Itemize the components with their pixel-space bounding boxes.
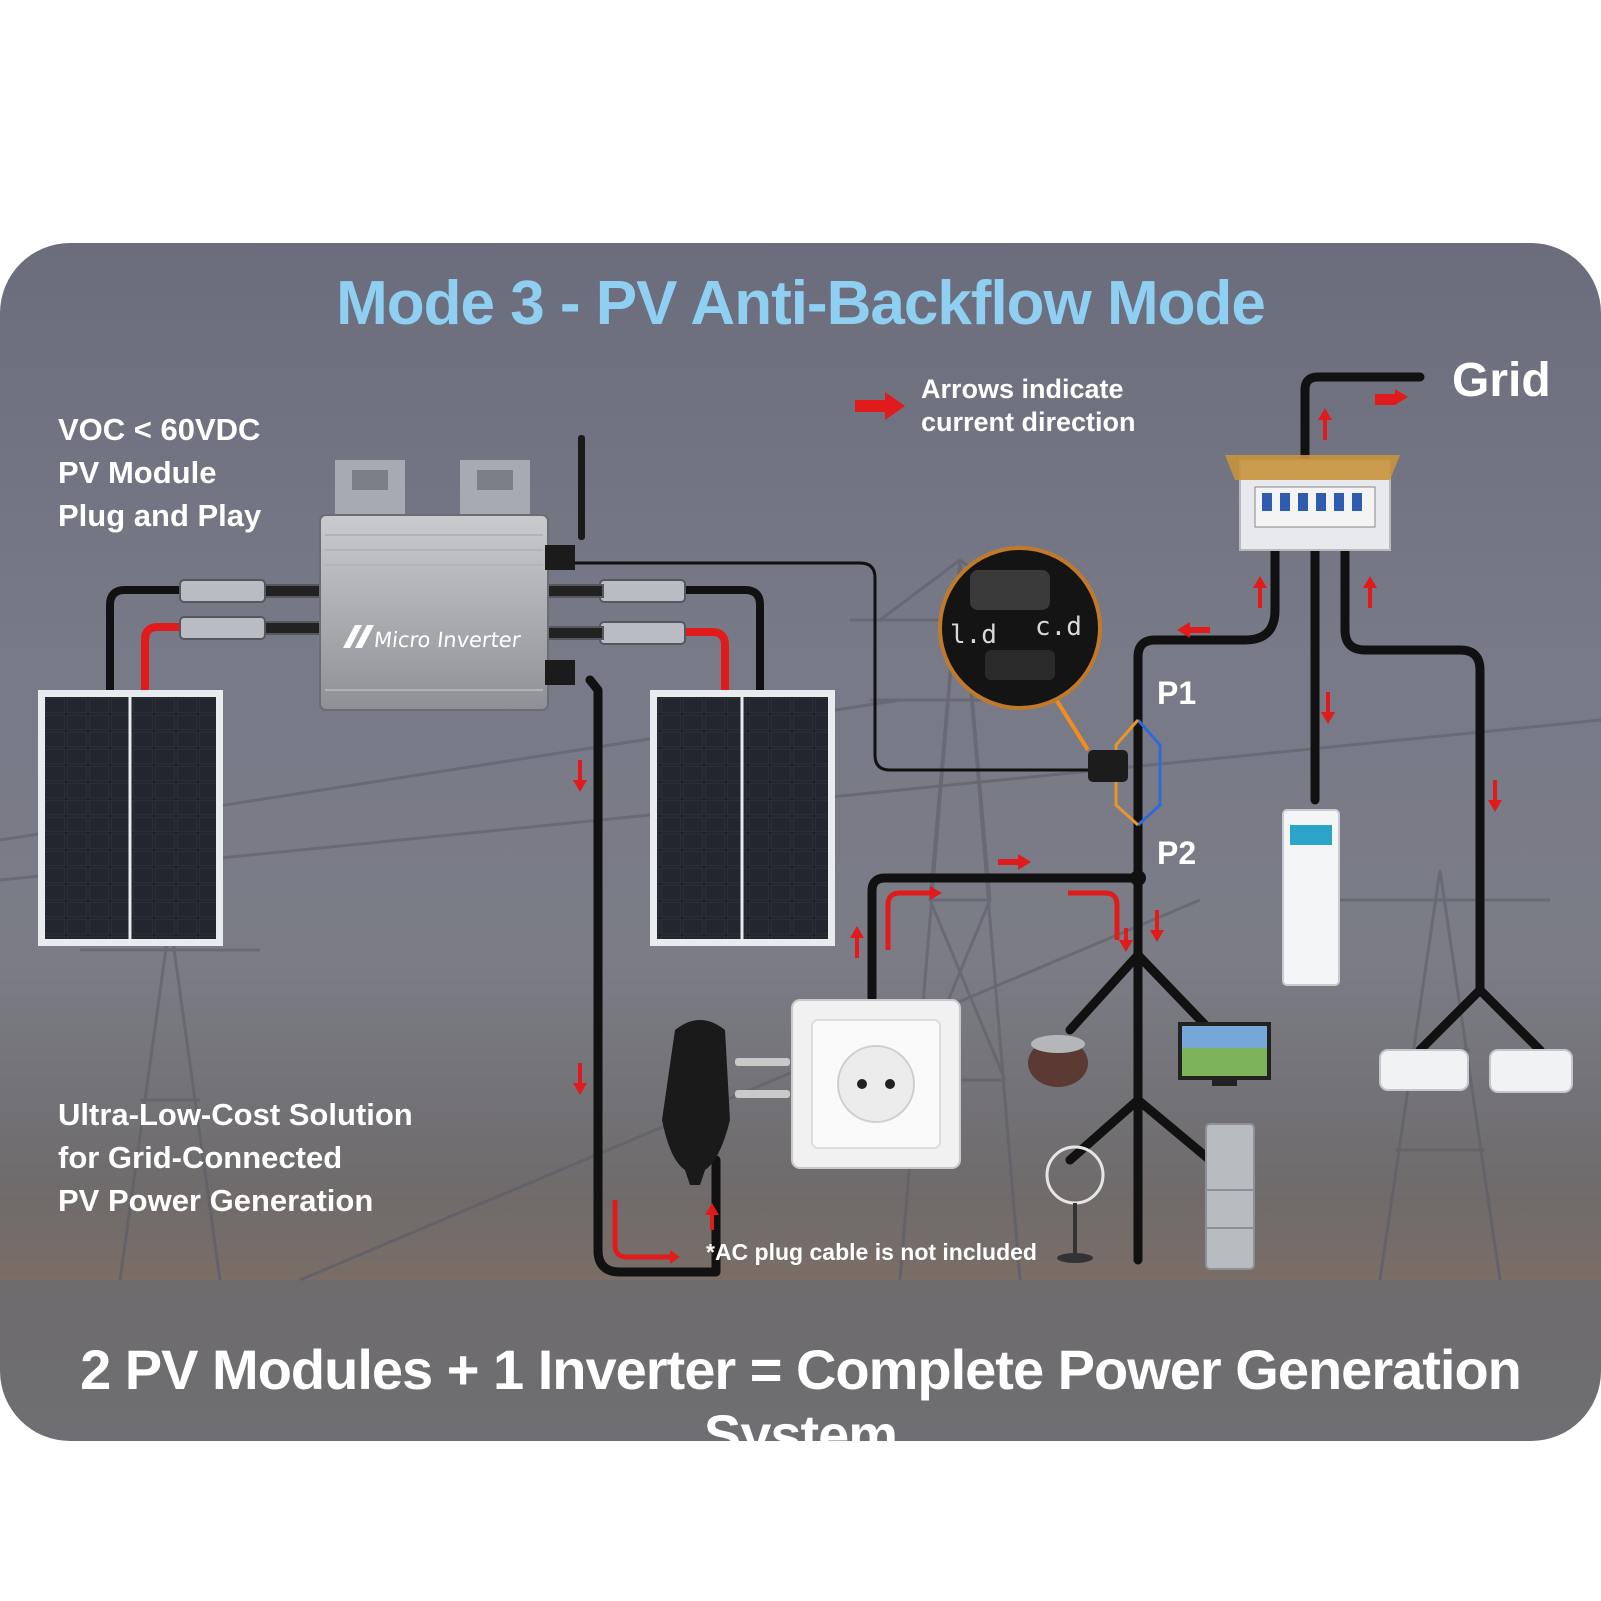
plug-cable-note: *AC plug cable is not included [706,1239,1037,1265]
page-title: Mode 3 - PV Anti-Backflow Mode [336,269,1266,338]
signal-cable [545,561,1090,772]
split-air-conditioner-icon [1379,1049,1573,1093]
point-p2-label: P2 [1157,835,1197,871]
schuko-plug [662,1020,790,1185]
fan-icon [1045,1145,1105,1263]
current-path-highlights [612,890,1120,1260]
floor-air-conditioner-icon [1282,809,1340,986]
dc-cables [106,586,764,694]
distribution-box [1225,455,1400,551]
solar-panel-right [650,690,835,946]
wall-socket [791,999,961,1169]
antenna-icon [578,435,585,540]
current-sensor [1048,688,1162,827]
sensor-closeup-left-text: l.d [950,620,997,650]
micro-inverter [319,435,585,711]
inverter-label: Micro Inverter [372,628,522,652]
point-p1-label: P1 [1157,675,1197,711]
solution-note: Ultra-Low-Cost Solution for Grid-Connect… [58,1097,413,1218]
rice-cooker-icon [1028,1035,1088,1087]
mc4-connectors [179,579,686,645]
junction-dot [1130,870,1146,886]
refrigerator-icon [1205,1123,1255,1270]
sensor-closeup-right-text: c.d [1035,612,1082,642]
grid-label: Grid [1452,354,1551,407]
arrow-legend: Arrows indicate current direction [921,374,1136,437]
arrowhead-icon [930,886,942,900]
red-arrow-icon [855,392,905,420]
solar-panel-left [38,690,223,946]
bottom-title: 2 PV Modules + 1 Inverter = Complete Pow… [80,1338,1522,1466]
ac-cables [585,372,1545,1277]
current-direction-arrows [573,389,1502,1230]
arrowhead-icon [670,1250,680,1264]
television-icon [1178,1022,1271,1086]
voc-note: VOC < 60VDC PV Module Plug and Play [58,412,262,533]
sensor-closeup-icon [938,546,1102,710]
